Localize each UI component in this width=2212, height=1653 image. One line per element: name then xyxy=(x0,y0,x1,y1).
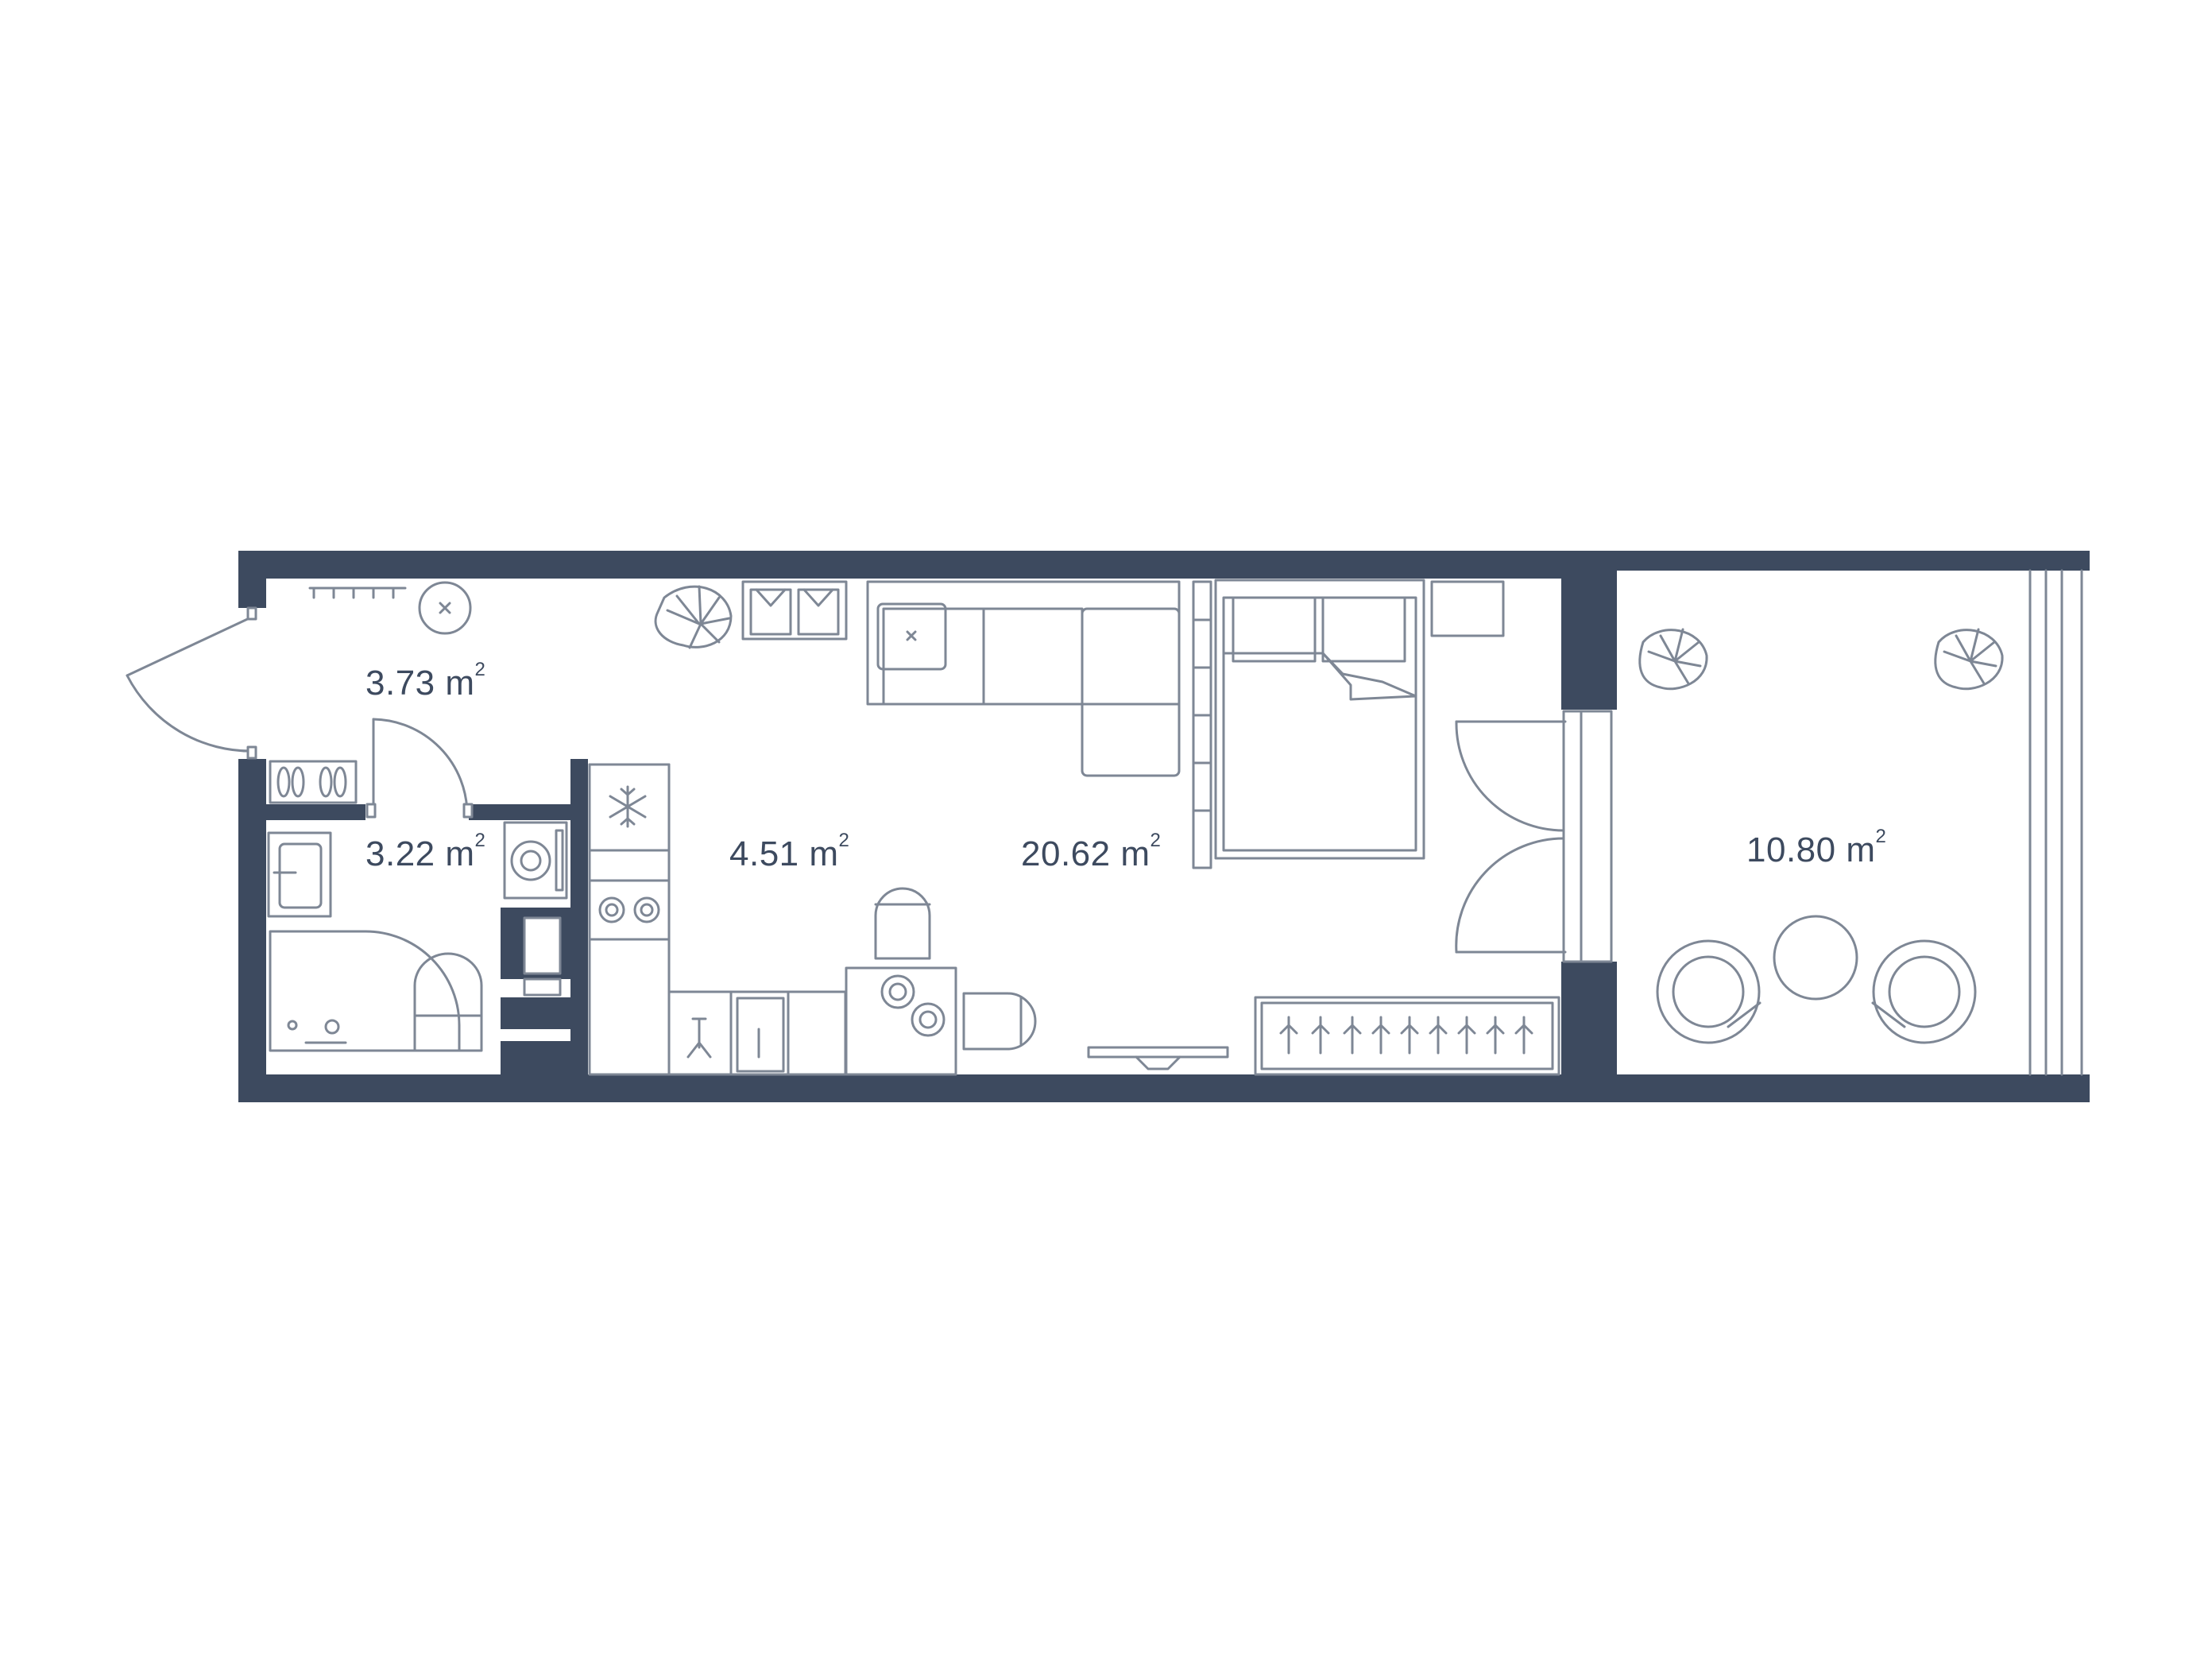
washbasin xyxy=(267,831,332,918)
walls xyxy=(238,551,2090,1102)
nightstand xyxy=(1430,580,1505,637)
double-bed xyxy=(1214,579,1425,860)
cooktop xyxy=(588,879,671,941)
area-unit-power: 2 xyxy=(838,830,850,851)
area-unit: m xyxy=(1846,830,1876,869)
dining-chair-right xyxy=(962,992,1037,1051)
room-area-kitchen: 4.51 m2 xyxy=(729,830,849,874)
fridge xyxy=(588,763,671,852)
plant xyxy=(654,585,733,649)
area-value: 4.51 xyxy=(729,834,799,873)
shower-cabin xyxy=(269,930,461,1052)
bathroom-door xyxy=(365,718,474,819)
kitchen-sink xyxy=(736,997,785,1073)
toilet xyxy=(413,952,483,1052)
tv-unit xyxy=(1087,1046,1229,1070)
coat-hooks xyxy=(308,586,407,599)
area-unit-power: 2 xyxy=(1150,830,1162,851)
area-unit: m xyxy=(809,834,839,873)
area-value: 3.73 xyxy=(365,664,435,703)
lounge-chair-right xyxy=(1871,939,1977,1044)
lounge-chair-left xyxy=(1656,939,1761,1044)
terrace-plant-left xyxy=(1638,628,1708,691)
area-unit-power: 2 xyxy=(1875,826,1887,847)
room-area-hall: 3.73 m2 xyxy=(365,659,485,703)
area-unit: m xyxy=(1120,834,1150,873)
corner-sofa xyxy=(866,580,1181,777)
room-area-terrace: 10.80 m2 xyxy=(1746,826,1886,870)
hangers xyxy=(1279,1016,1533,1055)
area-unit-power: 2 xyxy=(474,830,486,851)
terrace-plant-right xyxy=(1934,628,2004,691)
room-area-living: 20.62 m2 xyxy=(1021,830,1161,874)
area-unit: m xyxy=(445,834,475,873)
area-value: 3.22 xyxy=(365,834,435,873)
area-unit-power: 2 xyxy=(474,659,486,680)
terrace-table xyxy=(1773,915,1858,1001)
room-area-bathroom: 3.22 m2 xyxy=(365,830,485,874)
balcony-doors xyxy=(1455,710,1613,963)
dining-table xyxy=(845,966,957,1076)
area-value: 10.80 xyxy=(1746,830,1836,869)
round-pouf xyxy=(418,581,472,635)
entrance-door xyxy=(126,606,257,760)
terrace-railing xyxy=(2028,569,2083,1076)
dining-chair-top xyxy=(874,887,931,960)
washing-machine xyxy=(503,821,568,900)
area-value: 20.62 xyxy=(1021,834,1111,873)
area-unit: m xyxy=(445,664,475,703)
shoe-rack xyxy=(269,760,358,804)
armchairs-top xyxy=(741,580,848,641)
utility-shelves xyxy=(523,916,562,997)
partition-shelf xyxy=(1192,580,1212,869)
kitchen-hood xyxy=(686,1017,712,1059)
wardrobe xyxy=(1254,996,1560,1076)
